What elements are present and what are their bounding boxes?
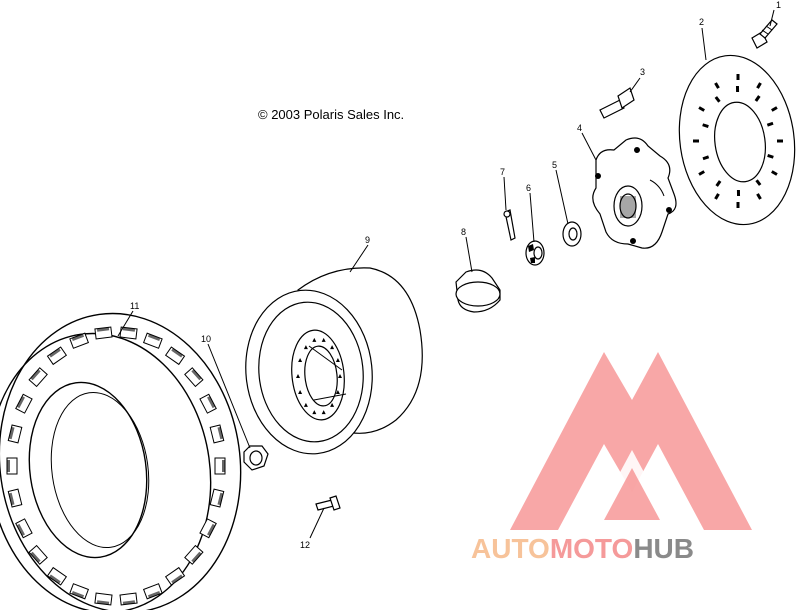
disc-hole [777, 139, 783, 143]
disc-hole [714, 82, 720, 89]
disc-hole [702, 155, 710, 161]
callouts: 1 2 3 4 5 6 7 8 9 10 11 12 [117, 0, 781, 550]
disc-hole [756, 82, 762, 89]
copyright-text: © 2003 Polaris Sales Inc. [258, 107, 404, 122]
rim-mark [303, 402, 308, 407]
rim-mark [303, 345, 308, 350]
tread-block [209, 488, 225, 508]
callout-4: 4 [577, 123, 582, 133]
disc-hole [767, 154, 774, 159]
tread-block [199, 393, 217, 414]
disc-hole [755, 179, 762, 186]
tread-block [184, 367, 204, 388]
disc-hole [736, 74, 740, 80]
tread-block [184, 544, 204, 565]
callout-3: 3 [640, 67, 645, 77]
hub-icon [592, 137, 677, 249]
callout-11: 11 [130, 301, 139, 311]
tread-block [119, 326, 138, 340]
rim-mark [335, 390, 340, 395]
disc-hole [715, 180, 722, 187]
callout-6: 6 [526, 183, 531, 193]
disc-hole [771, 170, 778, 176]
tread-block [94, 326, 113, 340]
disc-hole [693, 139, 699, 143]
tread-block [28, 367, 48, 388]
disc-hole [735, 85, 740, 93]
rim-mark [312, 337, 317, 342]
callout-10: 10 [201, 334, 211, 344]
tread-block [69, 583, 90, 600]
disc-hole [736, 189, 741, 197]
disc-hole [698, 106, 705, 112]
watermark-hub: HUB [633, 533, 694, 564]
valve-stem-icon [315, 495, 341, 511]
tread-block [94, 592, 113, 606]
tread-block [46, 566, 68, 586]
tread-block [15, 518, 33, 539]
brake-disc-icon [678, 54, 796, 226]
wheel-rim-icon [245, 267, 423, 455]
callout-7: 7 [500, 167, 505, 177]
tread-block [164, 566, 186, 586]
tread-block [28, 544, 48, 565]
rim-mark [330, 345, 335, 350]
watermark-logo: AUTOMOTOHUB [471, 352, 752, 564]
wheel-stud-icon [599, 87, 635, 119]
rim-mark [298, 390, 303, 395]
disc-hole [756, 193, 762, 200]
disc-hole [714, 193, 720, 200]
tread-block [7, 488, 23, 508]
watermark-text: AUTOMOTOHUB [471, 533, 694, 564]
tire-icon [0, 312, 242, 610]
tread-block [6, 457, 18, 475]
tread-block [142, 583, 163, 600]
tread-block [214, 457, 226, 475]
callout-9: 9 [365, 235, 370, 245]
rim-mark [296, 374, 300, 378]
tread-block [7, 424, 23, 444]
castle-nut-icon [525, 240, 545, 266]
tread-block [142, 332, 163, 349]
washer-icon [562, 221, 582, 247]
watermark-moto: MOTO [550, 533, 633, 564]
rim-mark [298, 357, 303, 362]
rim-mark [338, 374, 342, 378]
tread-block [69, 332, 90, 349]
callout-2: 2 [699, 17, 704, 27]
disc-hole [736, 202, 740, 208]
tread-block [46, 346, 68, 366]
lug-nut-icon [243, 445, 269, 471]
disc-hole [702, 123, 709, 128]
watermark-auto: AUTO [471, 533, 550, 564]
rim-mark [321, 337, 326, 342]
rim-mark [312, 410, 317, 415]
tread-block [164, 346, 186, 366]
disc-hole [714, 96, 721, 103]
disc-hole [766, 121, 774, 127]
tread-block [15, 393, 33, 414]
rim-mark [335, 357, 340, 362]
tread-block [199, 518, 217, 539]
cotter-pin-icon [503, 209, 516, 241]
bolt-icon [751, 19, 778, 49]
disc-hole [698, 170, 705, 176]
disc-hole [771, 106, 778, 112]
rim-mark [321, 410, 326, 415]
tread-block [119, 592, 138, 606]
callout-1: 1 [776, 0, 781, 10]
disc-hole [754, 95, 761, 102]
rim-mark [330, 402, 335, 407]
hub-cap-icon [455, 269, 501, 313]
tread-block [209, 424, 225, 444]
callout-8: 8 [461, 227, 466, 237]
callout-12: 12 [300, 540, 310, 550]
callout-5: 5 [552, 160, 557, 170]
